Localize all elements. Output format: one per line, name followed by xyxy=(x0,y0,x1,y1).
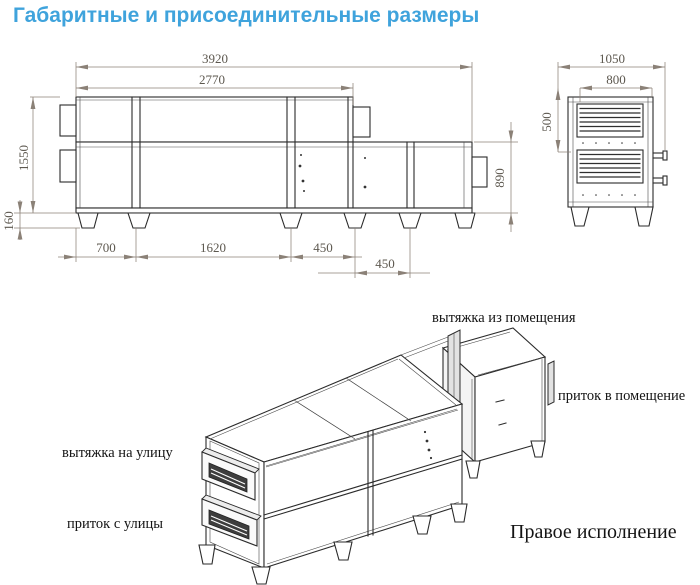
dim-3920: 3920 xyxy=(202,51,228,66)
dim-160: 160 xyxy=(1,211,16,231)
front-view-unit xyxy=(59,96,488,229)
side-view-drawing: 1050 800 500 xyxy=(539,51,668,227)
flange-top-right xyxy=(352,106,371,138)
dim-500: 500 xyxy=(539,112,554,132)
dim-450-second: 450 xyxy=(375,256,395,271)
side-view-dimensions: 1050 800 500 xyxy=(539,51,666,153)
dim-2770: 2770 xyxy=(199,72,225,87)
dim-1550: 1550 xyxy=(16,145,31,171)
label-exhaust-to-street: вытяжка на улицу xyxy=(62,445,173,461)
iso-feet xyxy=(198,503,468,585)
screw-dots xyxy=(582,142,636,196)
caption-right-version: Правое исполнение xyxy=(510,521,677,543)
flange-strip-right xyxy=(547,360,555,406)
flange-right xyxy=(471,156,488,188)
label-supply-to-room: приток в помещение xyxy=(558,388,685,404)
page-title: Габаритные и присоединительные размеры xyxy=(13,4,480,27)
side-view-unit xyxy=(567,96,668,227)
isometric-view-drawing: вытяжка из помещения приток в помещение … xyxy=(62,310,685,585)
pipe-stubs xyxy=(652,150,668,186)
label-exhaust-from-room: вытяжка из помещения xyxy=(432,310,576,326)
iso-main-box xyxy=(204,336,464,569)
label-supply-from-street: приток с улицы xyxy=(67,516,163,532)
dim-450-first: 450 xyxy=(313,240,333,255)
dim-890: 890 xyxy=(492,168,507,188)
dim-1620: 1620 xyxy=(200,240,226,255)
dim-700: 700 xyxy=(96,240,116,255)
front-view-dimensions: 3920 2770 1550 160 890 700 1620 450 xyxy=(1,51,518,278)
dim-800: 800 xyxy=(606,72,626,87)
dim-1050: 1050 xyxy=(599,51,625,66)
front-view-drawing: 3920 2770 1550 160 890 700 1620 450 xyxy=(1,51,518,278)
iso-louver-exhaust-street xyxy=(201,447,260,501)
iso-louver-supply-street xyxy=(201,494,262,547)
flange-left-lower xyxy=(59,149,77,183)
flange-left-upper xyxy=(59,104,77,137)
